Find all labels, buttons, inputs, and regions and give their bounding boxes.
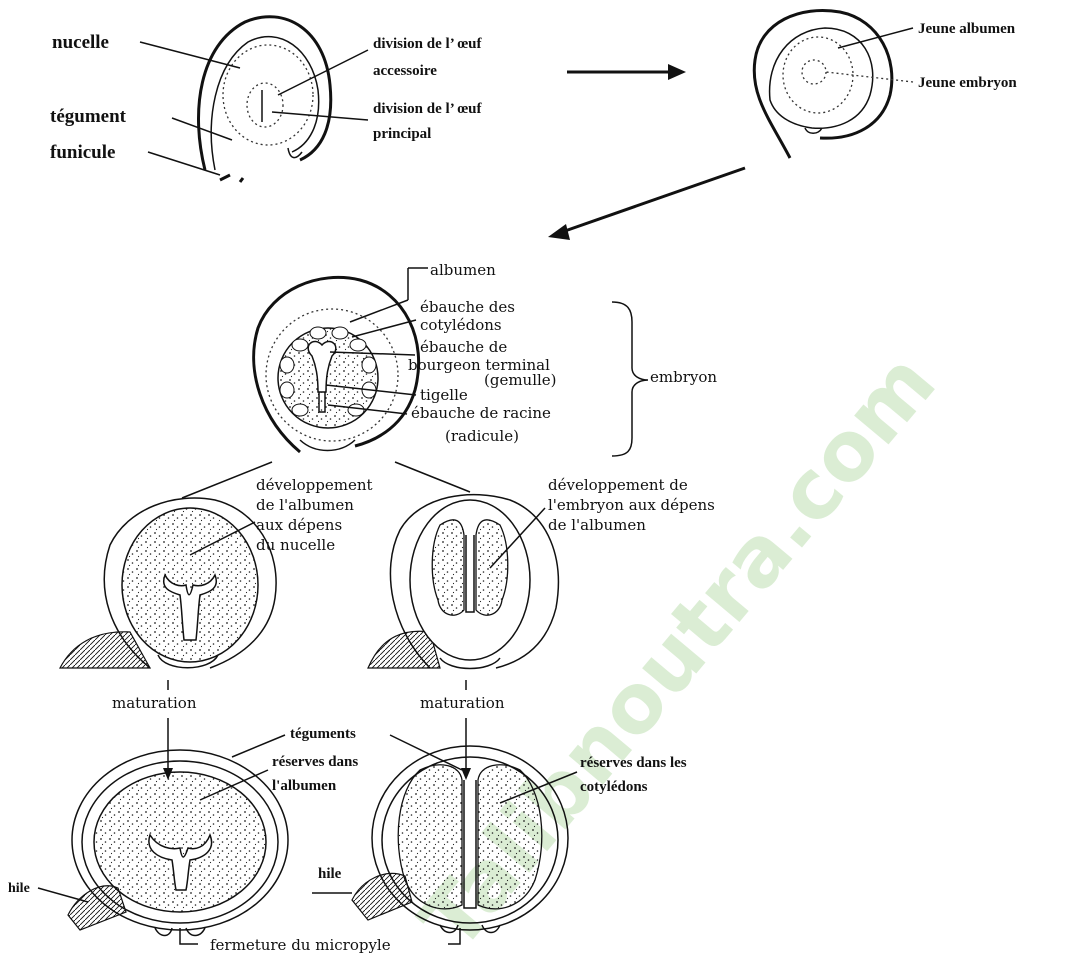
label-ebauche-cotyledons-1: ébauche des (420, 298, 515, 316)
label-jeune-albumen: Jeune albumen (918, 21, 1016, 37)
label-teguments: téguments (290, 726, 356, 742)
label-reserves-cotyledons-2: cotylédons (580, 779, 648, 795)
label-div-accessoire-2: accessoire (373, 63, 437, 79)
ovule-stage-2 (754, 10, 892, 158)
label-tegument: tégument (50, 106, 127, 127)
label-dev-embryon-1: développement de (548, 476, 688, 494)
label-dev-embryon-2: l'embryon aux dépens (548, 496, 715, 514)
label-gemulle: (gemulle) (484, 371, 557, 389)
label-dev-albumen-3: aux dépens (256, 516, 342, 534)
label-maturation-right: maturation (420, 694, 505, 712)
ovule-stage-1 (198, 17, 330, 182)
label-funicule: funicule (50, 142, 115, 163)
label-dev-albumen-4: du nucelle (256, 536, 335, 554)
label-ebauche-cotyledons-2: cotylédons (420, 316, 502, 334)
seed-stage-4-left (60, 498, 276, 668)
label-reserves-albumen-2: l'albumen (272, 778, 337, 794)
label-jeune-embryon: Jeune embryon (918, 75, 1017, 91)
label-div-principal-1: division de l’ œuf (373, 101, 482, 117)
seed-stage-4-right (368, 495, 558, 669)
label-div-principal-2: principal (373, 126, 431, 142)
label-hile-left: hile (8, 881, 30, 896)
label-hile-right: hile (318, 866, 342, 882)
label-reserves-albumen-1: réserves dans (272, 754, 358, 770)
label-albumen: albumen (430, 261, 496, 279)
label-dev-embryon-3: de l'albumen (548, 516, 646, 534)
ovule-stage-3 (254, 277, 419, 452)
label-dev-albumen-1: développement (256, 476, 373, 494)
label-ebauche-racine: ébauche de racine (411, 404, 551, 422)
label-nucelle: nucelle (52, 32, 109, 53)
label-div-accessoire-1: division de l’ œuf (373, 36, 482, 52)
label-ebauche-bourgeon-1: ébauche de (420, 338, 507, 356)
label-fermeture-micropyle: fermeture du micropyle (210, 936, 391, 954)
label-embryon: embryon (650, 368, 717, 386)
label-radicule: (radicule) (445, 427, 519, 445)
label-dev-albumen-2: de l'albumen (256, 496, 354, 514)
label-tigelle: tigelle (420, 386, 468, 404)
mature-seed-albuminous (68, 750, 288, 936)
embryon-brace (612, 302, 648, 456)
label-maturation-left: maturation (112, 694, 197, 712)
label-reserves-cotyledons-1: réserves dans les (580, 755, 687, 771)
